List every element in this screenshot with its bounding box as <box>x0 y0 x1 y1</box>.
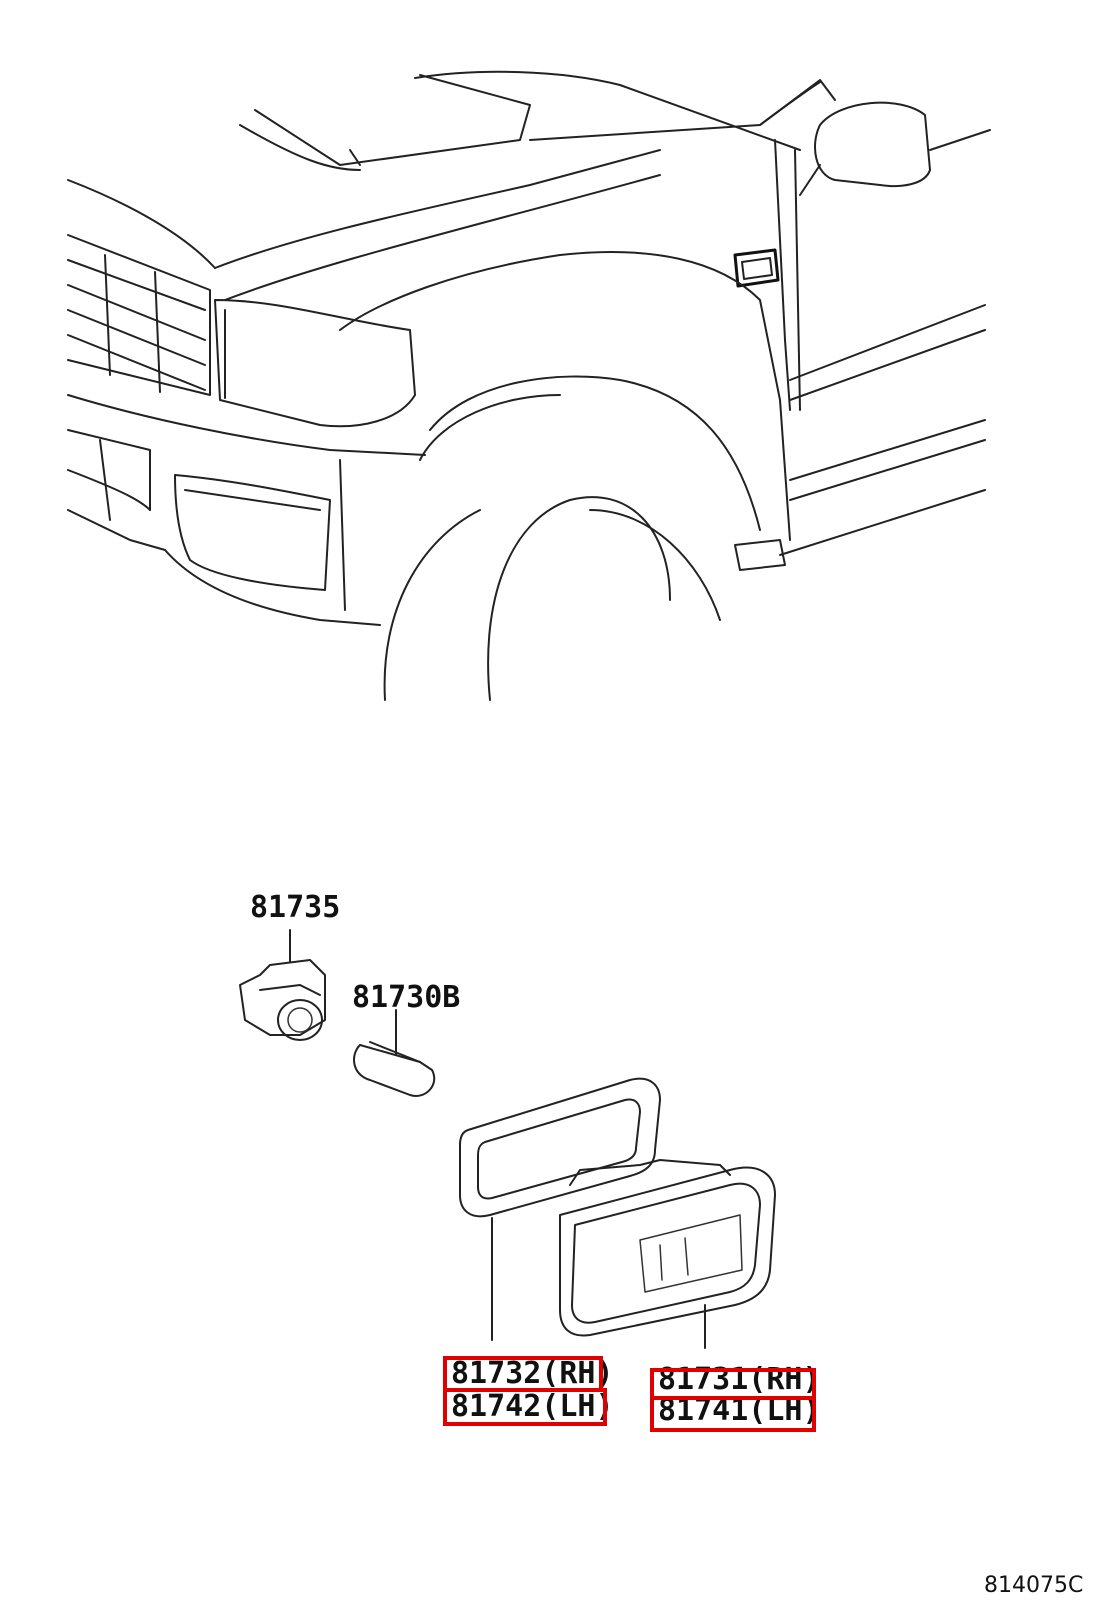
lamp-part <box>559 1159 776 1349</box>
highlight-box-gasket-lh <box>443 1388 607 1426</box>
label-socket: 81735 <box>250 890 340 925</box>
gasket-part <box>459 1077 661 1341</box>
bulb-part <box>353 1009 436 1097</box>
vehicle-illustration <box>67 70 991 701</box>
label-bulb: 81730B <box>352 980 460 1015</box>
label-gasket-rh: 81732(RH) <box>451 1356 614 1391</box>
label-gasket-lh: 81742(LH) <box>451 1389 614 1424</box>
label-lamp-rh: 81731(RH) <box>658 1362 821 1397</box>
socket-part <box>239 929 326 1041</box>
highlight-box-lamp-lh <box>650 1396 816 1432</box>
diagram-id: 814075C <box>984 1573 1083 1598</box>
